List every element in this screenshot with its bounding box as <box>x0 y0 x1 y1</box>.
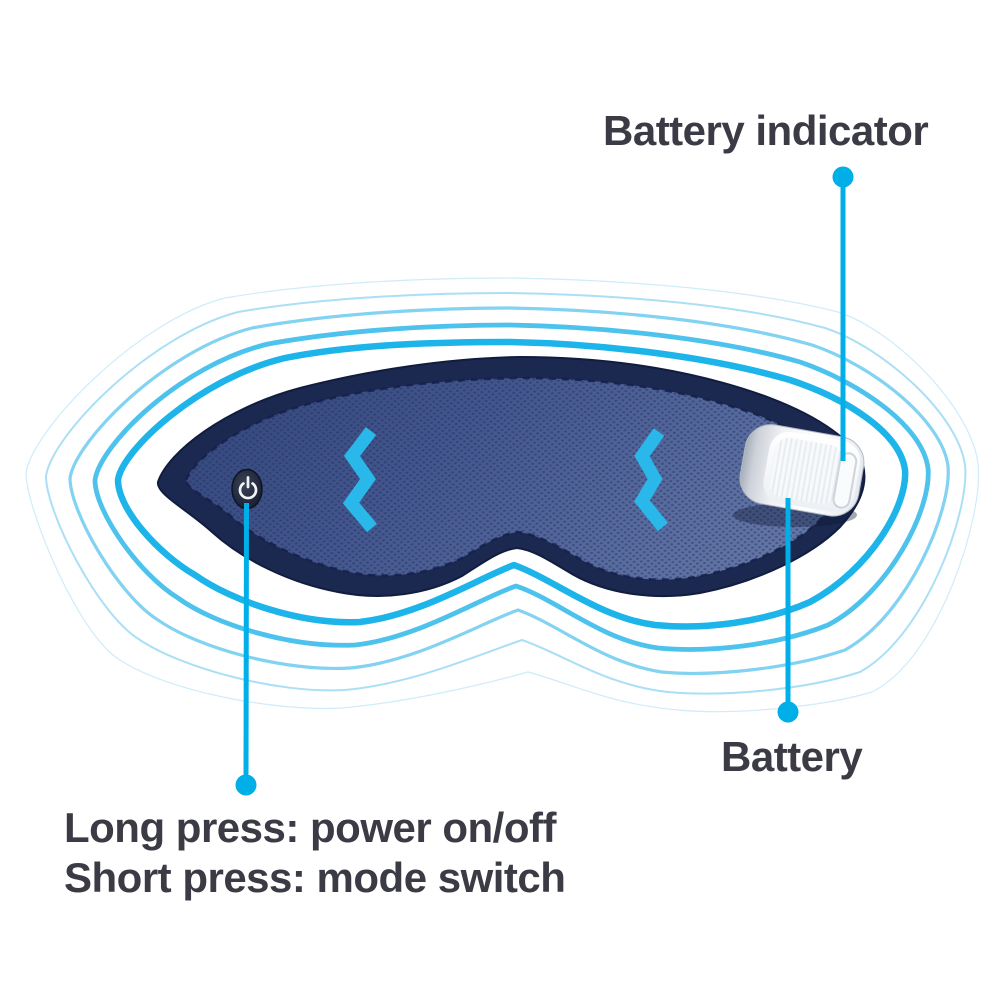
power-icon <box>238 476 258 500</box>
power-button-callout-line <box>243 502 249 779</box>
power-button-base <box>231 468 263 510</box>
sleep-mask <box>157 355 866 598</box>
battery-module <box>739 424 865 517</box>
contour-line-4 <box>45 292 967 695</box>
power-button-callout-dot <box>235 774 257 796</box>
battery-indicator-label: Battery indicator <box>603 107 929 154</box>
callout-dots <box>235 166 854 796</box>
power-button <box>231 468 263 510</box>
battery-module-ridges <box>769 437 843 505</box>
battery-indicator-callout-dot <box>832 166 854 188</box>
contour-line-3 <box>68 306 950 675</box>
battery-label: Battery <box>721 733 863 780</box>
contour-line-2 <box>92 322 931 652</box>
contour-line-outer-5 <box>25 277 980 713</box>
vibration-zigzag-icon-right <box>634 428 669 532</box>
vibration-contour-lines <box>25 277 980 713</box>
vibration-icons <box>342 427 669 533</box>
vibration-zigzag-icon-left <box>342 427 377 533</box>
contour-line-inner-1 <box>114 338 909 630</box>
callout-lines <box>243 183 846 779</box>
battery-indicator-window <box>832 452 858 509</box>
power-button-instructions: Long press: power on/off Short press: mo… <box>64 803 566 903</box>
power-instruction-line-1: Long press: power on/off <box>64 804 556 851</box>
power-instruction-line-2: Short press: mode switch <box>64 854 566 901</box>
battery-callout-dot <box>777 701 799 723</box>
